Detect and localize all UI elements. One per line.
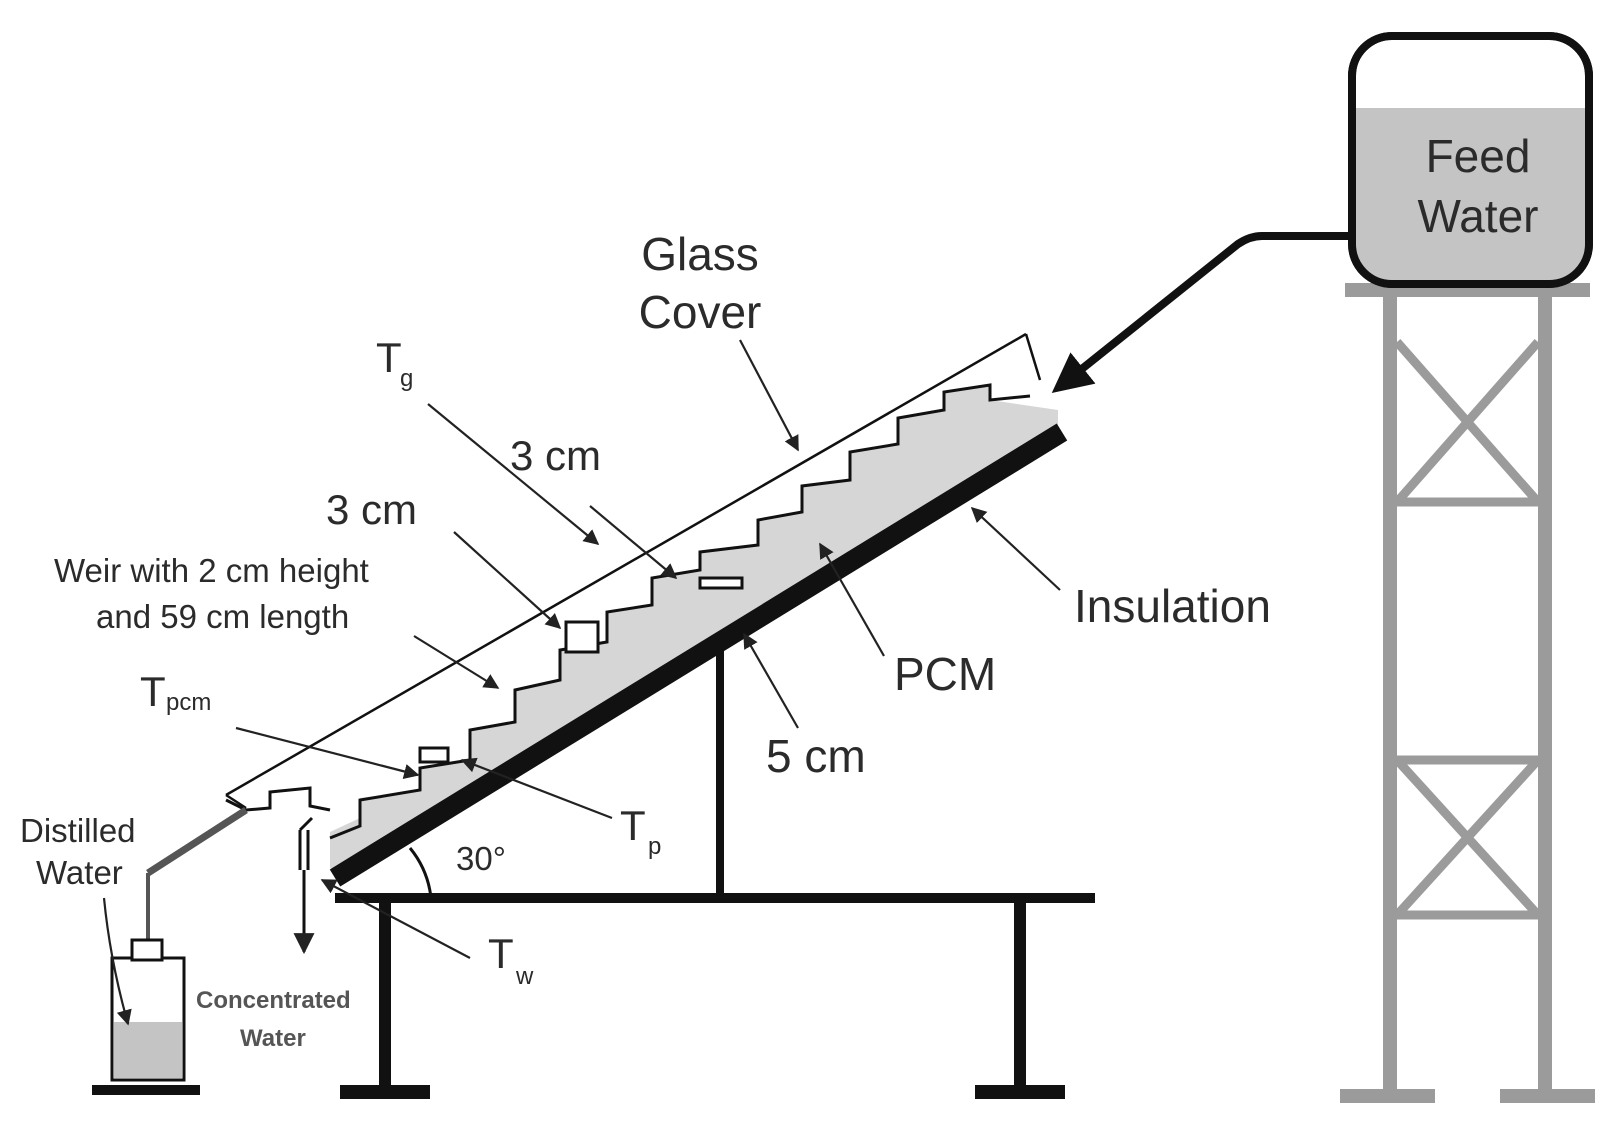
dim-3cm-upper: 3 cm [510, 432, 601, 479]
feed-pipe-arrow [1051, 232, 1352, 393]
glass-cover-label-line2: Cover [639, 286, 762, 338]
distilled-water-pipe [146, 807, 248, 876]
feed-water-tower: Feed Water [1340, 32, 1595, 1103]
tw-label: T w [488, 930, 534, 990]
svg-text:T: T [620, 802, 646, 849]
svg-text:T: T [140, 668, 166, 715]
insulation-arrow [970, 506, 1061, 591]
insulation-plate [329, 423, 1068, 887]
pcm-label: PCM [894, 648, 996, 700]
feed-water-tank [1348, 32, 1593, 288]
dim-5cm-arrow [743, 632, 799, 729]
dim-3cm-upper-arrow [589, 505, 678, 579]
glass-cover [225, 332, 1027, 797]
insulation-label: Insulation [1074, 580, 1271, 632]
concentrated-outlet [293, 816, 315, 955]
svg-text:T: T [376, 334, 402, 381]
still-body [146, 332, 1068, 1020]
tower-structure [1340, 283, 1595, 1103]
svg-text:w: w [515, 963, 534, 990]
tg-arrow [427, 403, 600, 545]
distilled-water-bottle [92, 938, 200, 1095]
tw-arrow [320, 879, 471, 959]
svg-text:p: p [648, 833, 661, 860]
weir-label-line2: and 59 cm length [96, 598, 349, 635]
concentrated-label-line1: Concentrated [196, 987, 351, 1014]
distilled-label-line1: Distilled [20, 812, 136, 849]
pcm-layer [330, 385, 1058, 870]
support-table [335, 630, 1095, 1099]
weir-markers [418, 576, 744, 764]
distilled-label-line2: Water [36, 854, 123, 891]
weir-arrow [413, 635, 500, 689]
angle-arc [408, 847, 433, 899]
glass-cover-arrow [739, 339, 799, 452]
dim-5cm-label: 5 cm [766, 730, 866, 782]
angle-label: 30° [456, 840, 506, 877]
svg-text:T: T [488, 930, 514, 977]
tp-arrow [460, 757, 613, 820]
glass-cover-label-line1: Glass [641, 228, 759, 280]
dim-3cm-lower-arrow [453, 531, 562, 630]
svg-text:g: g [400, 365, 413, 392]
pcm-arrow [819, 542, 885, 657]
feed-water-label-line1: Feed [1426, 130, 1531, 182]
concentrated-label-line2: Water [240, 1025, 306, 1052]
distillate-trough [225, 786, 331, 812]
feed-water-label-line2: Water [1418, 190, 1539, 242]
weir-label-line1: Weir with 2 cm height [54, 552, 369, 589]
tp-label: T p [620, 802, 661, 860]
tg-label: T g [376, 334, 413, 392]
distilled-arrow [102, 897, 132, 1026]
svg-text:pcm: pcm [166, 689, 211, 716]
tpcm-arrow [235, 726, 420, 779]
tpcm-label: T pcm [140, 668, 211, 716]
dim-3cm-lower: 3 cm [326, 486, 417, 533]
